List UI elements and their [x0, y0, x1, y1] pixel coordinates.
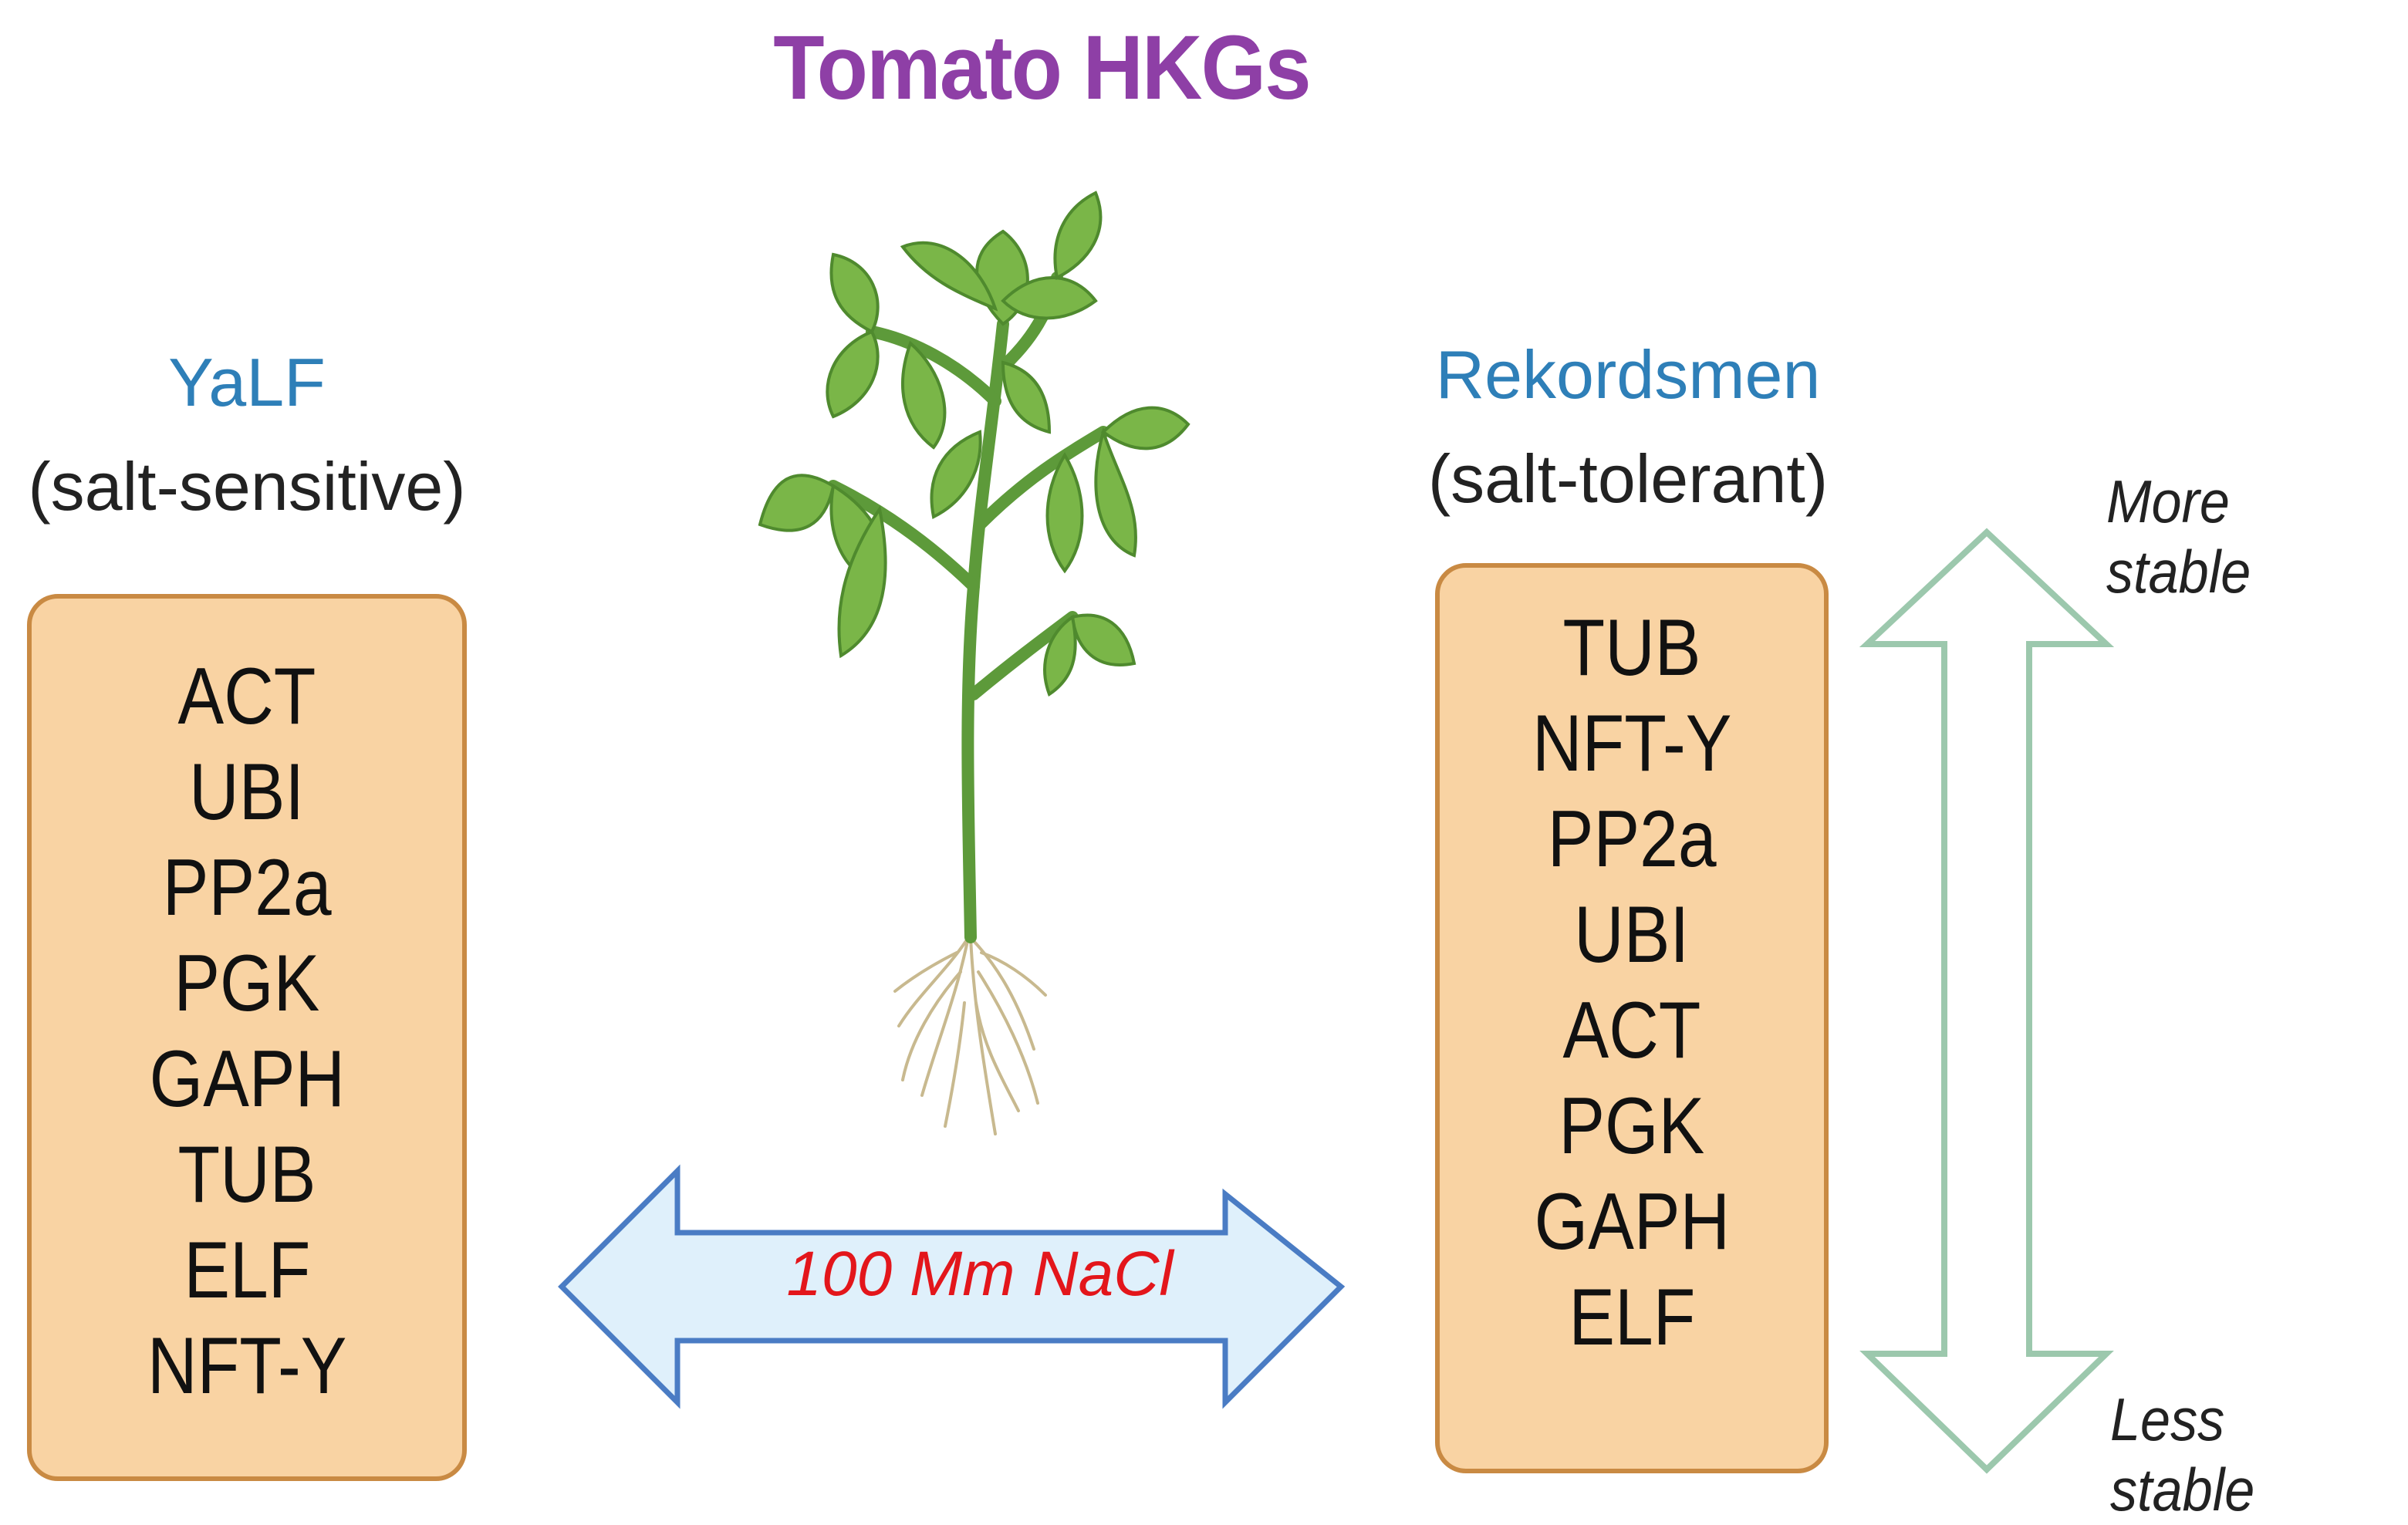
left-gene-1: ACT	[177, 652, 316, 741]
right-gene-8: ELF	[1568, 1273, 1696, 1362]
left-gene-8: NFT-Y	[147, 1321, 347, 1411]
right-gene-3: PP2a	[1547, 795, 1717, 884]
left-gene-5: GAPH	[149, 1034, 345, 1124]
left-gene-list: ACT UBI PP2a PGK GAPH TUB ELF NFT-Y	[27, 594, 467, 1481]
left-variety-name: YaLF	[168, 344, 326, 420]
left-variety-trait: (salt-sensitive)	[28, 448, 466, 525]
right-gene-4: UBI	[1574, 890, 1690, 980]
right-gene-1: TUB	[1562, 603, 1701, 693]
right-variety-name: Rekordsmen	[1435, 336, 1821, 413]
treatment-double-arrow	[558, 1164, 1346, 1409]
more-stable-label: More stable	[2106, 467, 2251, 606]
right-gene-2: NFT-Y	[1532, 699, 1732, 788]
left-gene-3: PP2a	[162, 843, 332, 933]
treatment-label: 100 Mm NaCl	[786, 1239, 1174, 1309]
right-gene-6: PGK	[1559, 1081, 1705, 1171]
diagram-title: Tomato HKGs	[773, 17, 1311, 119]
left-gene-2: UBI	[189, 747, 305, 837]
left-gene-4: PGK	[174, 939, 320, 1028]
right-gene-7: GAPH	[1534, 1177, 1730, 1267]
less-stable-label: Less stable	[2110, 1385, 2255, 1523]
right-gene-5: ACT	[1562, 986, 1701, 1075]
left-gene-7: ELF	[183, 1226, 311, 1315]
left-gene-6: TUB	[177, 1130, 316, 1220]
right-variety-trait: (salt-tolerant)	[1427, 440, 1829, 517]
stability-double-arrow	[1859, 528, 2115, 1474]
tomato-plant-icon	[758, 191, 1190, 1135]
right-gene-list: TUB NFT-Y PP2a UBI ACT PGK GAPH ELF	[1435, 563, 1829, 1473]
